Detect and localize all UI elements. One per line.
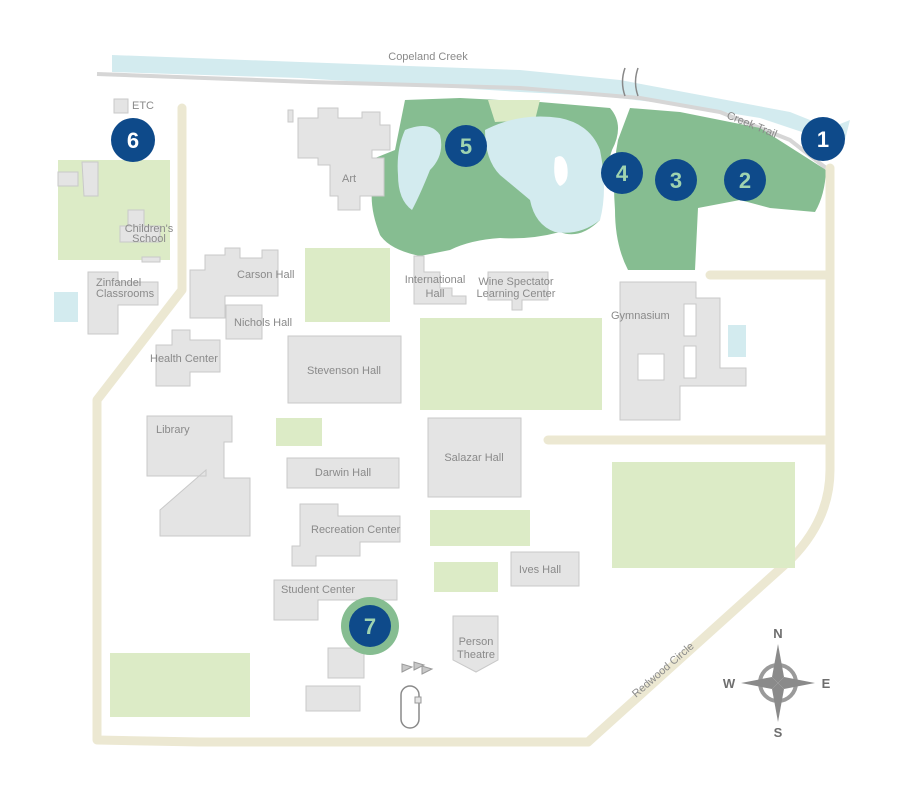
- svg-text:3: 3: [670, 168, 682, 193]
- svg-text:5: 5: [460, 134, 472, 159]
- redwood-circle-label: Redwood Circle: [630, 640, 696, 700]
- preserve-small-field: [488, 100, 540, 122]
- building-ives-hall: [510, 551, 580, 587]
- pool-west: [54, 292, 78, 322]
- field-ives: [434, 562, 498, 592]
- field-mid: [430, 510, 530, 546]
- flag-post: [414, 696, 422, 704]
- svg-text:7: 7: [364, 614, 376, 639]
- compass-s: S: [774, 725, 783, 740]
- compass-e: E: [822, 676, 831, 691]
- building-wine-spectator: [487, 271, 549, 311]
- label-stevenson-hall: Stevenson Hall: [307, 365, 381, 377]
- svg-text:6: 6: [127, 128, 139, 153]
- building-recreation-center: [291, 503, 401, 567]
- building-gymnasium: [619, 281, 747, 421]
- label-person-theatre-2: Theatre: [457, 649, 495, 661]
- building-etc: [113, 98, 129, 114]
- label-childrens-2: School: [132, 233, 166, 245]
- label-ives-hall: Ives Hall: [519, 564, 561, 576]
- field-southwest: [110, 653, 250, 717]
- marker-7[interactable]: 7: [341, 597, 399, 655]
- building-health-center: [155, 329, 221, 387]
- west-road: [92, 103, 593, 747]
- creek-label: Copeland Creek: [388, 51, 468, 63]
- label-recreation-center: Recreation Center: [311, 524, 401, 536]
- label-zinfandel-2: Classrooms: [96, 288, 155, 300]
- compass-rose-icon: N S W E: [723, 626, 831, 740]
- flag-icon: [401, 661, 434, 675]
- label-gymnasium: Gymnasium: [611, 310, 670, 322]
- field-small-west: [276, 418, 322, 446]
- label-zinfandel-1: Zinfandel: [96, 277, 141, 289]
- building-art: [297, 107, 391, 211]
- preserve-east: [614, 108, 826, 270]
- label-salazar-hall: Salazar Hall: [444, 452, 503, 464]
- marker-3[interactable]: 3: [655, 159, 697, 201]
- building-person-theatre: [452, 615, 499, 673]
- building-darwin-hall: [286, 457, 400, 489]
- label-art: Art: [342, 173, 356, 185]
- label-wine-spectator-2: Learning Center: [477, 288, 556, 300]
- building-library: [146, 415, 251, 537]
- copeland-creek: [112, 55, 850, 140]
- label-student-center: Student Center: [281, 584, 355, 596]
- marker-6[interactable]: 6: [111, 118, 155, 162]
- building-international-hall: [413, 255, 467, 305]
- label-childrens-1: Children's: [125, 223, 174, 235]
- building-art-annex: [287, 109, 294, 123]
- marker-5[interactable]: 5: [445, 125, 487, 167]
- building-south-2: [305, 685, 361, 712]
- pond-main: [485, 116, 604, 233]
- building-stevenson-hall: [287, 335, 402, 404]
- marker-2[interactable]: 2: [724, 159, 766, 201]
- marker-1[interactable]: 1: [801, 117, 845, 161]
- label-carson-hall: Carson Hall: [237, 269, 294, 281]
- gym-court-1: [683, 303, 697, 337]
- pool-gym: [728, 325, 746, 357]
- building-salazar-hall: [427, 417, 522, 498]
- label-international-2: Hall: [426, 288, 445, 300]
- label-wine-spectator-1: Wine Spectator: [478, 276, 554, 288]
- building-student-center: [273, 579, 398, 621]
- label-health-center: Health Center: [150, 353, 218, 365]
- marker-4[interactable]: 4: [601, 152, 643, 194]
- field-central: [420, 318, 602, 410]
- building-nichols-hall: [225, 304, 263, 340]
- label-darwin-hall: Darwin Hall: [315, 467, 371, 479]
- svg-text:1: 1: [817, 127, 829, 152]
- label-nichols-hall: Nichols Hall: [234, 317, 292, 329]
- field-stevenson: [305, 248, 390, 322]
- building-childrens-school: [57, 161, 161, 263]
- pond-west: [397, 126, 442, 210]
- label-etc: ETC: [132, 100, 154, 112]
- building-zinfandel: [87, 271, 159, 335]
- gym-court-2: [683, 345, 697, 379]
- compass-w: W: [723, 676, 736, 691]
- field-east: [612, 462, 795, 568]
- label-person-theatre-1: Person: [459, 636, 494, 648]
- label-library: Library: [156, 424, 190, 436]
- compass-n: N: [773, 626, 782, 641]
- building-south-1: [327, 647, 365, 679]
- creek-path: [96, 72, 828, 170]
- label-international-1: International: [405, 274, 466, 286]
- gym-court-3: [637, 353, 665, 381]
- footbridge: [621, 67, 639, 97]
- building-carson-hall: [189, 247, 279, 319]
- running-track: [400, 685, 420, 729]
- svg-text:4: 4: [616, 161, 629, 186]
- pond-island: [554, 156, 568, 186]
- svg-text:2: 2: [739, 168, 751, 193]
